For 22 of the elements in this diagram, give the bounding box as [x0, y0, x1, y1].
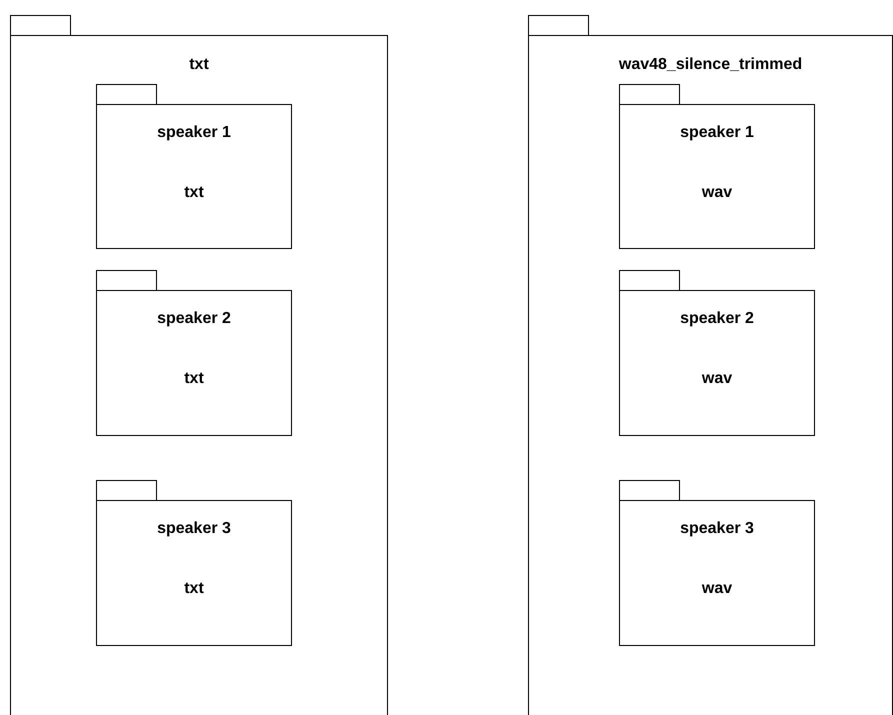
package-title: speaker 1: [679, 124, 755, 142]
package-box: [528, 15, 893, 715]
package-box: [96, 84, 292, 249]
package-box: [96, 270, 292, 436]
package-content: wav: [700, 580, 734, 598]
package-box: [619, 270, 815, 436]
package-content: txt: [183, 370, 205, 388]
package-content: txt: [183, 580, 205, 598]
package-box: [96, 480, 292, 646]
package-box: [10, 15, 388, 715]
package-title: speaker 1: [156, 124, 232, 142]
package-title: speaker 3: [679, 520, 755, 538]
package-box: [619, 84, 815, 249]
package-title: speaker 2: [156, 310, 232, 328]
package-title: txt: [188, 56, 210, 74]
package-title: speaker 3: [156, 520, 232, 538]
package-box: [619, 480, 815, 646]
package-content: txt: [183, 184, 205, 202]
package-title: speaker 2: [679, 310, 755, 328]
package-content: wav: [700, 184, 734, 202]
package-title: wav48_silence_trimmed: [618, 56, 804, 74]
package-content: wav: [700, 370, 734, 388]
